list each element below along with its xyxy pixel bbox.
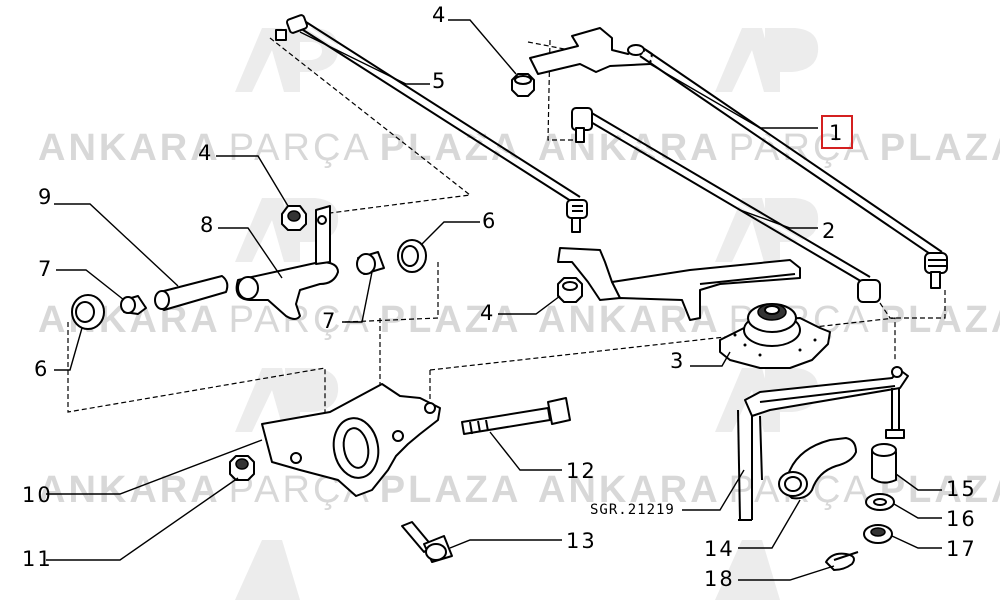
wiper-bracket bbox=[529, 27, 653, 75]
rubber-mount-3 bbox=[719, 303, 831, 369]
callout-4[interactable]: 4 bbox=[432, 3, 447, 27]
spacer-7-left bbox=[120, 295, 147, 315]
drawing-code: SGR.21219 bbox=[590, 502, 675, 518]
nut-11 bbox=[229, 455, 255, 481]
callout-4[interactable]: 4 bbox=[480, 301, 495, 325]
callout-15[interactable]: 15 bbox=[946, 477, 977, 501]
callout-18[interactable]: 18 bbox=[704, 567, 735, 591]
callout-8[interactable]: 8 bbox=[200, 213, 215, 237]
callout-9[interactable]: 9 bbox=[38, 185, 53, 209]
watermark-logo bbox=[715, 198, 819, 262]
callout-12[interactable]: 12 bbox=[566, 459, 597, 483]
motor-shaft bbox=[737, 409, 763, 521]
callout-6[interactable]: 6 bbox=[34, 357, 49, 381]
linkage-rod-2 bbox=[571, 107, 881, 303]
spacer-7-right bbox=[356, 251, 385, 275]
callout-17[interactable]: 17 bbox=[946, 537, 977, 561]
callout-10[interactable]: 10 bbox=[22, 483, 53, 507]
watermark-logo bbox=[715, 28, 819, 92]
bolt-13 bbox=[401, 521, 453, 563]
callout-11[interactable]: 11 bbox=[22, 547, 53, 571]
bushing-15 bbox=[871, 443, 897, 484]
assembly-guides bbox=[67, 37, 946, 440]
callout-labels: 1 2 3 4 4 4 5 6 6 7 7 8 9 10 11 12 13 14… bbox=[22, 3, 977, 591]
callout-4[interactable]: 4 bbox=[198, 141, 213, 165]
callout-6[interactable]: 6 bbox=[482, 209, 497, 233]
watermark-logo bbox=[235, 540, 780, 600]
nut-4-right bbox=[557, 277, 583, 303]
bolt-12 bbox=[461, 397, 571, 435]
nut-4-top bbox=[511, 73, 535, 97]
callout-2[interactable]: 2 bbox=[822, 219, 837, 243]
callout-3[interactable]: 3 bbox=[670, 349, 685, 373]
callout-7[interactable]: 7 bbox=[322, 309, 337, 333]
callout-7[interactable]: 7 bbox=[38, 257, 53, 281]
watermark-logo bbox=[235, 368, 339, 432]
rubber-boot-14 bbox=[778, 437, 857, 500]
motor-crank-arm bbox=[744, 366, 909, 439]
washer-16 bbox=[865, 493, 895, 511]
highlight-box bbox=[821, 115, 853, 149]
callout-13[interactable]: 13 bbox=[566, 529, 597, 553]
bushing-6-left bbox=[71, 294, 105, 330]
nut-4-mid bbox=[281, 205, 307, 231]
callout-16[interactable]: 16 bbox=[946, 507, 977, 531]
bushing-6-right bbox=[397, 239, 427, 273]
linkage-rod-5 bbox=[275, 14, 588, 233]
crank-lever-8 bbox=[235, 205, 339, 320]
mounting-frame bbox=[557, 247, 801, 321]
washer-17 bbox=[863, 524, 893, 544]
callout-1[interactable]: 1 bbox=[829, 121, 844, 145]
linkage-rod-1 bbox=[639, 49, 948, 289]
leader-lines bbox=[46, 19, 942, 581]
callout-5[interactable]: 5 bbox=[432, 69, 447, 93]
bracket-plate-10 bbox=[261, 383, 441, 497]
callout-14[interactable]: 14 bbox=[704, 537, 735, 561]
pin-9 bbox=[154, 275, 229, 311]
